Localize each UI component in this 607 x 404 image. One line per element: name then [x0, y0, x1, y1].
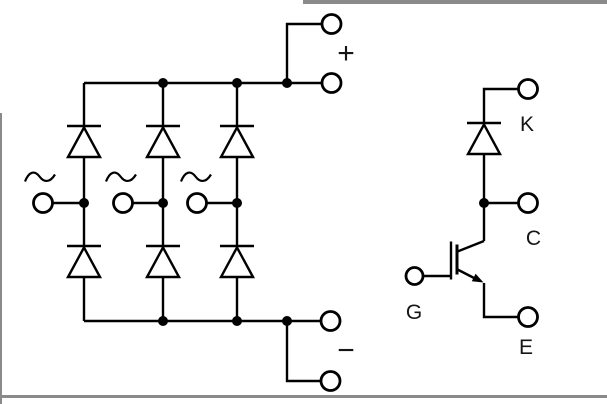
junction-dot: [158, 78, 168, 88]
junction-dot: [158, 316, 168, 326]
dc-negative-terminal: [319, 370, 342, 392]
collector-terminal: [517, 192, 539, 214]
ac-input-terminal: [32, 192, 54, 214]
junction-dot: [232, 198, 242, 208]
emitter-label: E: [519, 336, 533, 359]
dc-positive-label: +: [337, 37, 355, 70]
wire: [482, 87, 519, 123]
diode-triangle: [65, 244, 103, 279]
junction-dot: [232, 78, 242, 88]
labels: + − K C G E: [337, 37, 541, 367]
rectifier-phase-leg-1: [23, 83, 103, 321]
dc-positive-terminal: [320, 13, 343, 35]
collector-lead: [457, 239, 485, 253]
cathode-terminal: [517, 78, 539, 100]
diode-triangle: [218, 124, 256, 159]
wire: [482, 283, 519, 319]
lower-diode: [144, 244, 182, 279]
collector-label: C: [526, 227, 541, 250]
igbt-symbol: [404, 203, 486, 286]
diode-triangle: [144, 124, 182, 159]
junction-dot: [158, 198, 168, 208]
upper-diode: [144, 124, 182, 159]
diode-triangle: [65, 124, 103, 159]
dc-positive-terminal: [320, 72, 343, 94]
frame-border-left: [0, 113, 2, 404]
diode-triangle: [465, 121, 503, 156]
upper-diode: [65, 124, 103, 159]
upper-diode: [218, 124, 256, 159]
ac-source-icon: [23, 171, 56, 183]
cathode-label: K: [520, 113, 534, 136]
ac-source-icon: [104, 171, 137, 183]
frame-border-top: [303, 0, 607, 4]
ac-source-icon: [179, 171, 212, 183]
junction-dot: [79, 198, 89, 208]
series-diode: [465, 121, 503, 156]
junction-dot: [232, 316, 242, 326]
frame-border-bottom: [0, 395, 607, 398]
rectifier-phase-leg-3: [179, 78, 256, 326]
rectifier-phase-leg-2: [104, 78, 182, 326]
lower-diode: [65, 244, 103, 279]
emitter-terminal: [517, 306, 539, 328]
diode-triangle: [144, 244, 182, 279]
ac-input-terminal: [112, 192, 134, 214]
wire: [285, 22, 322, 83]
gate-label: G: [406, 301, 422, 324]
diode-triangle: [218, 244, 256, 279]
dc-negative-output: [282, 310, 342, 392]
ac-input-terminal: [186, 192, 208, 214]
three-phase-bridge-rectifier: [23, 13, 343, 392]
igbt-with-series-diode: [404, 78, 539, 328]
dc-negative-label: −: [337, 334, 355, 367]
wire: [285, 321, 321, 383]
dc-negative-terminal: [319, 310, 342, 332]
gate-terminal: [404, 266, 425, 286]
lower-diode: [218, 244, 256, 279]
emitter-arrow-icon: [471, 273, 484, 283]
dc-positive-output: [282, 13, 343, 94]
